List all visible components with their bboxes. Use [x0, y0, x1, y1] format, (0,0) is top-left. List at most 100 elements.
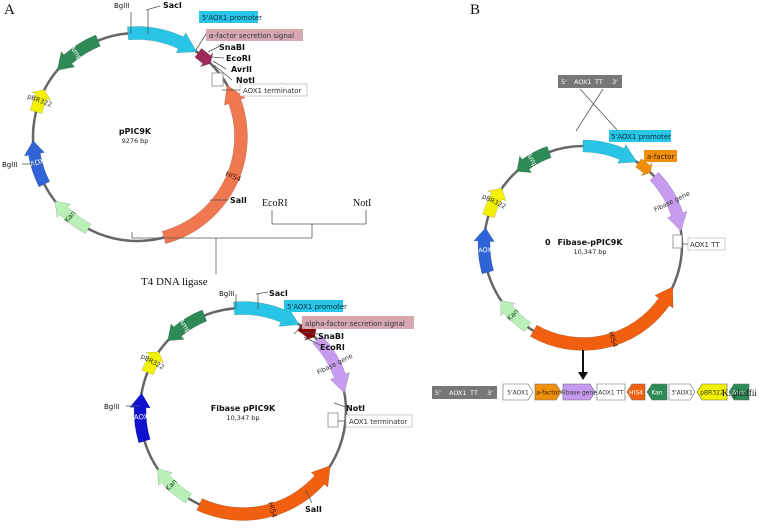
cassette-his4-block [626, 383, 646, 401]
terminator-label: AOX1 terminator [349, 418, 408, 426]
site-sali: SalI [230, 196, 247, 205]
cassette-5aox1-block [502, 383, 534, 401]
promoter-arrow [127, 26, 198, 54]
genome-locus-box [558, 75, 622, 88]
promoter-label-box [609, 130, 671, 142]
genome-tt: TT [594, 78, 603, 86]
cassette-amp-label: Amp [732, 389, 746, 396]
his4-arrow [529, 286, 674, 351]
terminator-label-box [239, 83, 308, 97]
genome-5prime: 5' [435, 389, 441, 397]
afactor-label-box [644, 150, 677, 162]
signal-label-box [302, 316, 414, 329]
his4-arrow [196, 465, 331, 521]
afactor-label: a-factor [647, 153, 674, 161]
site-sali: SalI [305, 505, 322, 514]
site-saci: SacI [269, 289, 288, 298]
terminator-label: AOX1 TT [690, 241, 720, 249]
cassette-kan-block [646, 383, 668, 401]
panel-letter-a: A [4, 2, 15, 18]
cassette-5aox1-label: 5'AOX1 [507, 389, 529, 396]
plasmid-name: Fibase-pPIC9K [557, 238, 623, 247]
amp-arrow [56, 34, 101, 71]
site-bglii-top: BglII [219, 290, 234, 298]
promoter-arrow [233, 301, 300, 327]
site-bglii-left: BglII [2, 161, 17, 169]
aox3-arrow [23, 140, 51, 188]
signal-label-box [206, 29, 303, 41]
host-label: K. phaffii [722, 388, 757, 398]
fibase-arrow [649, 171, 688, 232]
site-noti: NotI [236, 76, 255, 85]
ligase-label: T4 DNA ligase [141, 276, 208, 288]
site-saci: SacI [163, 1, 182, 10]
cassette-afactor-block [534, 383, 562, 401]
cassette-fibase-label: Fibase gene [561, 389, 597, 396]
promoter-label: 5'AOX1 promoter [202, 14, 262, 22]
aox3-label: 3'AOX1 [472, 246, 496, 255]
fibase-arrow [312, 334, 350, 394]
genome-locus-box [432, 386, 497, 399]
cassette-his4-label: HIS4 [629, 389, 643, 396]
kan-arrow [54, 200, 92, 235]
genome-3prime: 3' [487, 389, 493, 397]
terminator-box [672, 234, 683, 249]
his4-arrow [161, 84, 248, 245]
promoter-label-box [199, 11, 258, 23]
aox3-arrow [473, 227, 495, 275]
site-ecori: EcoRI [320, 343, 345, 352]
genome-tt: TT [469, 389, 478, 397]
amp-arrow [167, 309, 208, 342]
insert-ecori: EcoRI [262, 198, 288, 209]
site-snabi: SnaBI [318, 332, 344, 341]
site-bglii-left: BglII [104, 403, 119, 411]
aox3-arrow [129, 392, 151, 444]
kan-arrow [157, 468, 192, 504]
cassette-kan-label: Kan [651, 389, 663, 396]
signal-arrow [194, 48, 214, 68]
plasmid-prefix: 0 [545, 238, 551, 247]
site-avrii: AvrII [231, 65, 252, 74]
site-ecori: EcoRI [226, 54, 251, 63]
insert-bracket: EcoRI NotI T4 DNA ligase [131, 198, 371, 288]
panel-letter-b: B [470, 2, 480, 18]
signal-label: α-factor secretion signal [209, 32, 294, 40]
amp-arrow [516, 145, 552, 173]
promoter-arrow [582, 139, 638, 164]
terminator-label: AOX1 terminator [243, 87, 302, 95]
site-noti: NotI [346, 404, 365, 413]
genome-5prime: 5' [561, 78, 567, 86]
insert-noti: NotI [353, 198, 371, 209]
promoter-label: 5'AOX1 promoter [287, 303, 347, 311]
pbr-arrow [141, 351, 165, 376]
plasmid-size: 10,347 bp [573, 248, 606, 256]
signal-label: alpha-factor secretion signal [305, 320, 405, 328]
pbr-arrow [482, 187, 507, 219]
pbr-arrow [29, 89, 52, 114]
cassette-pbr322-label: pBR322 [700, 389, 724, 396]
plasmid-name: Fibase pPIC9K [211, 404, 276, 413]
cassette-3aox1-block [668, 383, 696, 401]
plasmid-name: pPIC9K [119, 127, 152, 136]
terminator-label-box [345, 414, 413, 428]
feature-label-group: pPIC9K 9276 bp [119, 127, 152, 145]
genome-aox1: AOX1 [449, 389, 467, 397]
cassette-fibase-block [562, 383, 596, 401]
site-snabi: SnaBI [219, 43, 245, 52]
promoter-label-box [284, 300, 343, 312]
cassette-afactor-label: a-factor [536, 389, 560, 396]
aox3-label: 3'AOX1 [127, 413, 153, 423]
site-bglii-top: BglII [114, 2, 129, 10]
cassette-aox1-tt-label: AOX1 TT [598, 389, 624, 396]
cassette-aox1-tt-block [596, 383, 626, 401]
terminator-box [327, 412, 339, 428]
cassette-pbr322-block [696, 383, 728, 401]
kan-arrow [500, 300, 532, 332]
genome-recombination: 5' AOX1 TT 3' [558, 75, 622, 132]
genome-3prime: 3' [612, 78, 618, 86]
